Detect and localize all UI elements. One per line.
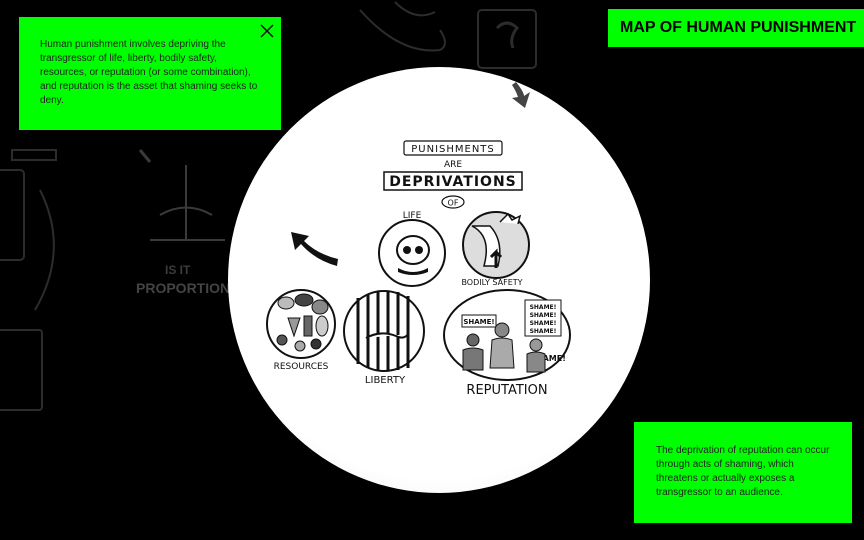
faded-question-text: IS IT — [165, 263, 191, 277]
bodily-safety-label: BODILY SAFETY — [461, 278, 522, 287]
reputation-label: REPUTATION — [466, 383, 547, 398]
heading-are: ARE — [444, 160, 462, 170]
shame-sign-1: SHAME! — [463, 318, 494, 326]
bodily-safety-icon — [462, 211, 530, 279]
life-label: LIFE — [403, 211, 422, 221]
resources-label: RESOURCES — [274, 362, 329, 372]
diagram-heading: PUNISHMENTS ARE DEPRIVATIONS OF — [383, 140, 523, 209]
arrow-left-icon — [291, 232, 338, 266]
shame-sign-5: SHAME! — [530, 328, 557, 335]
liberty-icon — [343, 290, 425, 372]
close-button[interactable] — [259, 23, 275, 39]
info-panel-top: Human punishment involves depriving the … — [19, 17, 281, 130]
heading-punishments: PUNISHMENTS — [411, 144, 495, 155]
resources-icon — [266, 289, 336, 359]
close-icon[interactable] — [259, 23, 275, 39]
shame-sign-3: SHAME! — [530, 312, 557, 319]
heading-deprivations: DEPRIVATIONS — [389, 174, 517, 190]
info-top-text: Human punishment involves depriving the … — [40, 39, 258, 106]
spotlight-circle — [228, 67, 650, 493]
shame-sign-2: SHAME! — [530, 304, 557, 311]
heading-of: OF — [448, 199, 459, 208]
liberty-label: LIBERTY — [365, 375, 406, 386]
info-panel-bottom: The deprivation of reputation can occur … — [634, 422, 852, 523]
faded-proportional-text: PROPORTIONAL? — [136, 280, 257, 296]
shame-sign-6: SHAME! — [530, 354, 566, 363]
page-title: MAP OF HUMAN PUNISHMENT — [608, 9, 864, 47]
arrow-down-icon — [512, 82, 530, 108]
info-bottom-text: The deprivation of reputation can occur … — [656, 445, 830, 498]
shame-sign-4: SHAME! — [530, 320, 557, 327]
life-icon — [378, 219, 446, 287]
reputation-icon: SHAME! SHAME! SHAME! SHAME! SHAME! SHAME… — [443, 289, 571, 381]
